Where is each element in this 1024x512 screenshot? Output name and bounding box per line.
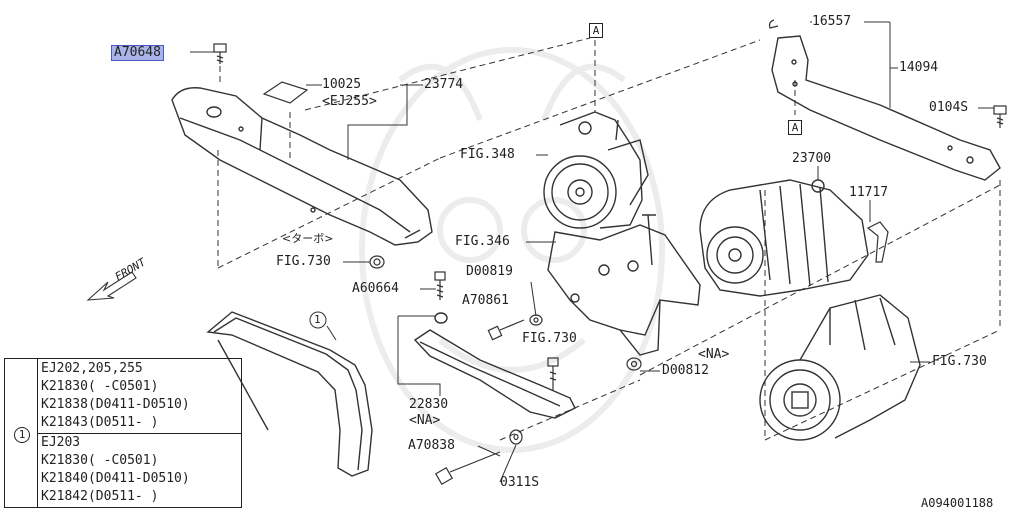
legend-row[interactable]: K21840(D0411-D0510) <box>41 471 190 486</box>
legend-item-number: 1 <box>14 427 30 443</box>
part-label-a70648[interactable]: A70648 <box>111 45 164 61</box>
part-label-d00819[interactable]: D00819 <box>466 264 513 279</box>
variant-label-turbo: <ターボ> <box>282 232 334 245</box>
stay-14094 <box>771 35 1001 181</box>
drive-belt <box>206 311 373 477</box>
fig-ref-346[interactable]: FIG.346 <box>455 234 510 249</box>
washer-d00819 <box>529 314 543 326</box>
legend-row: EJ202,205,255 <box>41 361 143 376</box>
washer-0311s <box>509 429 523 445</box>
bolt-a70861 <box>487 319 525 341</box>
bolt-0104s <box>993 105 1007 128</box>
legend-row: EJ203 <box>41 435 81 450</box>
front-arrow <box>86 271 137 301</box>
variant-label-na-d00812: <NA> <box>698 347 730 362</box>
part-label-23774[interactable]: 23774 <box>424 77 464 92</box>
alternator <box>699 179 869 297</box>
diagram-id: A094001188 <box>921 496 994 510</box>
bracket-22830 <box>413 312 576 419</box>
legend-row[interactable]: K21830( -C0501) <box>41 453 159 468</box>
part-label-0311s[interactable]: 0311S <box>500 475 540 490</box>
part-label-10025[interactable]: 10025 <box>322 77 362 92</box>
legend-row[interactable]: K21838(D0411-D0510) <box>41 397 190 412</box>
part-label-23700[interactable]: 23700 <box>792 151 832 166</box>
part-label-a70838[interactable]: A70838 <box>408 438 455 453</box>
plate-10025 <box>262 81 309 104</box>
leader-lines <box>190 21 994 483</box>
nut-fig730 <box>369 255 385 269</box>
terminal-11717 <box>866 221 889 263</box>
alternator-bracket <box>547 214 701 356</box>
part-label-16557[interactable]: 16557 <box>812 14 852 29</box>
bolt-a70648 <box>213 43 227 64</box>
bolt-a60664 <box>434 271 446 300</box>
ac-compressor <box>759 294 921 441</box>
part-label-22830[interactable]: 22830 <box>409 397 449 412</box>
variant-label-ej255: <EJ255> <box>322 94 377 109</box>
part-label-d00812[interactable]: D00812 <box>662 363 709 378</box>
callout-circle-1 <box>309 311 327 329</box>
part-label-11717[interactable]: 11717 <box>849 185 889 200</box>
bolt-fig730-mid <box>547 357 559 390</box>
heat-shield <box>171 87 433 246</box>
fig-ref-730-compressor[interactable]: FIG.730 <box>932 354 987 369</box>
fig-ref-730-bolt[interactable]: FIG.730 <box>522 331 577 346</box>
legend-row[interactable]: K21843(D0511- ) <box>41 415 159 430</box>
part-label-14094[interactable]: 14094 <box>899 60 939 75</box>
fig-ref-730-nut[interactable]: FIG.730 <box>276 254 331 269</box>
power-steering-pump <box>543 111 649 229</box>
variant-label-na-22830: <NA> <box>409 413 441 428</box>
watermark-emblem <box>359 47 665 453</box>
callout-number-1[interactable]: 1 <box>314 313 321 326</box>
fig-ref-348[interactable]: FIG.348 <box>460 147 515 162</box>
legend-row[interactable]: K21830( -C0501) <box>41 379 159 394</box>
legend-row[interactable]: K21842(D0511- ) <box>41 489 159 504</box>
legend-separator <box>37 433 241 434</box>
washer-d00812 <box>626 357 642 371</box>
part-label-0104s[interactable]: 0104S <box>929 100 969 115</box>
part-label-a60664[interactable]: A60664 <box>352 281 399 296</box>
legend-table: 1 EJ202,205,255 K21830( -C0501) K21838(D… <box>4 358 242 508</box>
bolt-a70838 <box>434 451 501 486</box>
part-label-a70861[interactable]: A70861 <box>462 293 509 308</box>
clip-16557 <box>768 19 779 29</box>
ref-marker-a-top: A <box>589 23 603 38</box>
bracket-22830-callout <box>397 315 441 396</box>
ref-marker-a-mid: A <box>788 120 802 135</box>
